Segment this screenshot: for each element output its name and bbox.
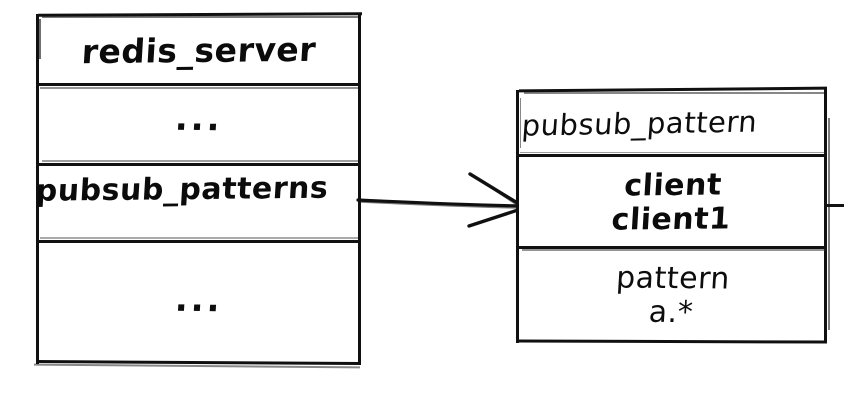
client-value-text: client1 (610, 201, 732, 238)
rbox-edge-right-2 (828, 118, 830, 330)
pubsub-pattern-box (516, 86, 830, 344)
box-edge-top-2 (42, 16, 358, 18)
right-box-divider-2 (517, 246, 826, 249)
box-edge-left (36, 14, 39, 364)
pattern-key-text: pattern (615, 260, 731, 297)
rbox-edge-left (516, 90, 519, 343)
right-edge-stub (826, 204, 844, 207)
pattern-value-text: a.* (647, 294, 695, 331)
redis-server-title-text: redis_server (80, 29, 318, 71)
redis-server-box (33, 12, 363, 369)
rbox-edge-right (824, 89, 827, 343)
left-box-divider-3b (40, 237, 358, 239)
pubsub-pattern-title-text: pubsub_pattern (520, 104, 759, 143)
pubsub-patterns-field: pubsub_patterns (22, 153, 376, 225)
left-box-divider-2b (42, 160, 358, 162)
right-box-divider-1b (520, 152, 826, 154)
pubsub-patterns-field-text: pubsub_patterns (34, 170, 330, 209)
left-box-divider-1b (40, 87, 358, 89)
ellipsis-text-2: ... (173, 279, 225, 321)
box-edge-right (358, 15, 361, 364)
right-box-divider-1 (517, 154, 826, 157)
left-box-divider-1 (37, 83, 360, 86)
box-edge-left-2 (39, 19, 41, 59)
right-box-divider-2b (522, 249, 826, 251)
left-box-divider-3 (37, 240, 360, 243)
redis-server-title: redis_server (34, 15, 364, 84)
pubsub-pattern-title: pubsub_pattern (514, 89, 831, 156)
ellipsis-text: ... (173, 98, 225, 140)
rbox-edge-left-2 (519, 98, 521, 148)
left-box-row-ellipsis-1: ... (34, 87, 364, 152)
left-box-divider-2 (37, 163, 360, 166)
client-key-text: client (623, 167, 723, 204)
rbox-edge-top-2 (524, 92, 824, 94)
left-box-row-ellipsis-2: ... (33, 244, 366, 357)
pubsub-pattern-pattern-row: pattern a.* (513, 250, 830, 343)
pubsub-pattern-client-row: client client1 (513, 156, 831, 249)
